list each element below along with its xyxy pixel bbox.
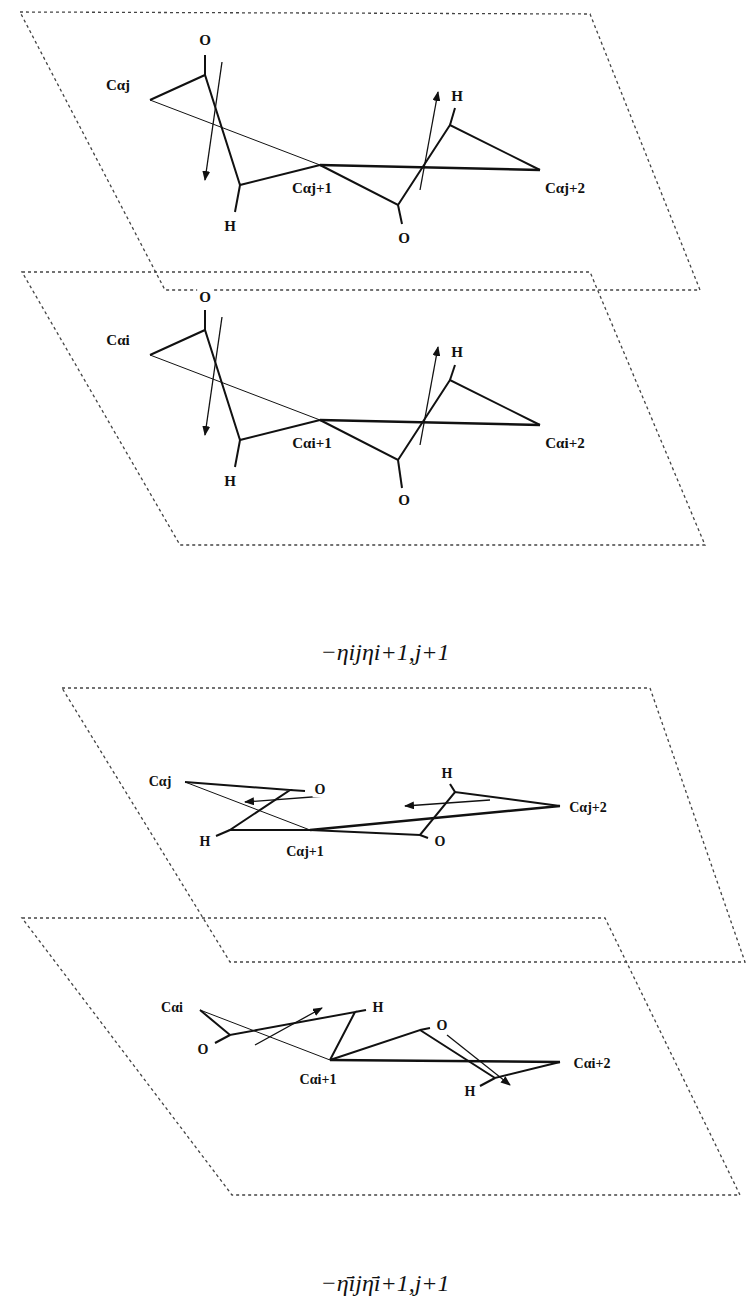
- atom-label: H: [222, 218, 238, 235]
- formula: −ηijηi+1,j+1: [318, 639, 451, 665]
- atom-label: O: [197, 289, 213, 306]
- atom-label: H: [198, 834, 213, 849]
- atom-label: O: [313, 782, 328, 797]
- atom-label: H: [463, 1084, 478, 1099]
- atom-label: Cαi+2: [572, 1056, 613, 1071]
- dipole-arrow: [205, 62, 510, 1085]
- formula: −η̄ijη̄i+1,j+1: [318, 1270, 451, 1296]
- atom-label: Cαi+2: [543, 435, 586, 452]
- atom-label: O: [197, 32, 213, 49]
- atom-label: Cαi+1: [298, 1072, 339, 1087]
- backbone: [150, 55, 560, 1086]
- atom-label: O: [433, 834, 448, 849]
- atom-label: H: [449, 344, 465, 361]
- atom-label: H: [371, 1000, 386, 1015]
- atom-label: Cαi: [104, 332, 131, 349]
- atom-label: Cαj: [104, 77, 132, 94]
- atom-label: H: [222, 473, 238, 490]
- atom-label: Cαj: [147, 774, 174, 789]
- atom-label: Cαj+2: [567, 800, 609, 815]
- atom-label: Cαj+2: [543, 180, 587, 197]
- atom-label: O: [435, 1018, 450, 1033]
- atom-label: O: [396, 492, 412, 509]
- atom-label: H: [440, 766, 455, 781]
- atom-label: Cαi: [159, 1000, 185, 1015]
- atom-label: O: [396, 230, 412, 247]
- plane: [20, 12, 745, 1195]
- atom-label: O: [196, 1042, 211, 1057]
- atom-label: Cαj+1: [284, 844, 326, 859]
- atom-label: H: [449, 88, 465, 105]
- atom-label: Cαi+1: [290, 435, 333, 452]
- atom-label: Cαj+1: [290, 180, 334, 197]
